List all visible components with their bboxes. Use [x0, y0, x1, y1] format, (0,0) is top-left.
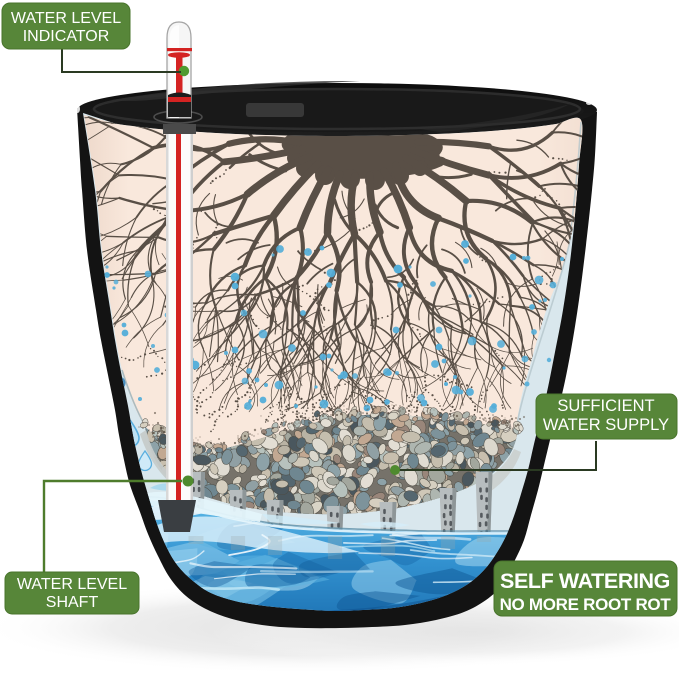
svg-text:SUFFICIENT: SUFFICIENT [557, 397, 654, 415]
svg-text:NO MORE ROOT ROT: NO MORE ROOT ROT [500, 595, 672, 614]
svg-text:SHAFT: SHAFT [46, 594, 99, 611]
svg-text:WATER SUPPLY: WATER SUPPLY [543, 416, 669, 434]
svg-text:WATER LEVEL: WATER LEVEL [11, 10, 121, 27]
svg-text:WATER LEVEL: WATER LEVEL [17, 576, 127, 593]
svg-text:SELF WATERING: SELF WATERING [500, 569, 670, 593]
svg-text:INDICATOR: INDICATOR [23, 28, 110, 45]
